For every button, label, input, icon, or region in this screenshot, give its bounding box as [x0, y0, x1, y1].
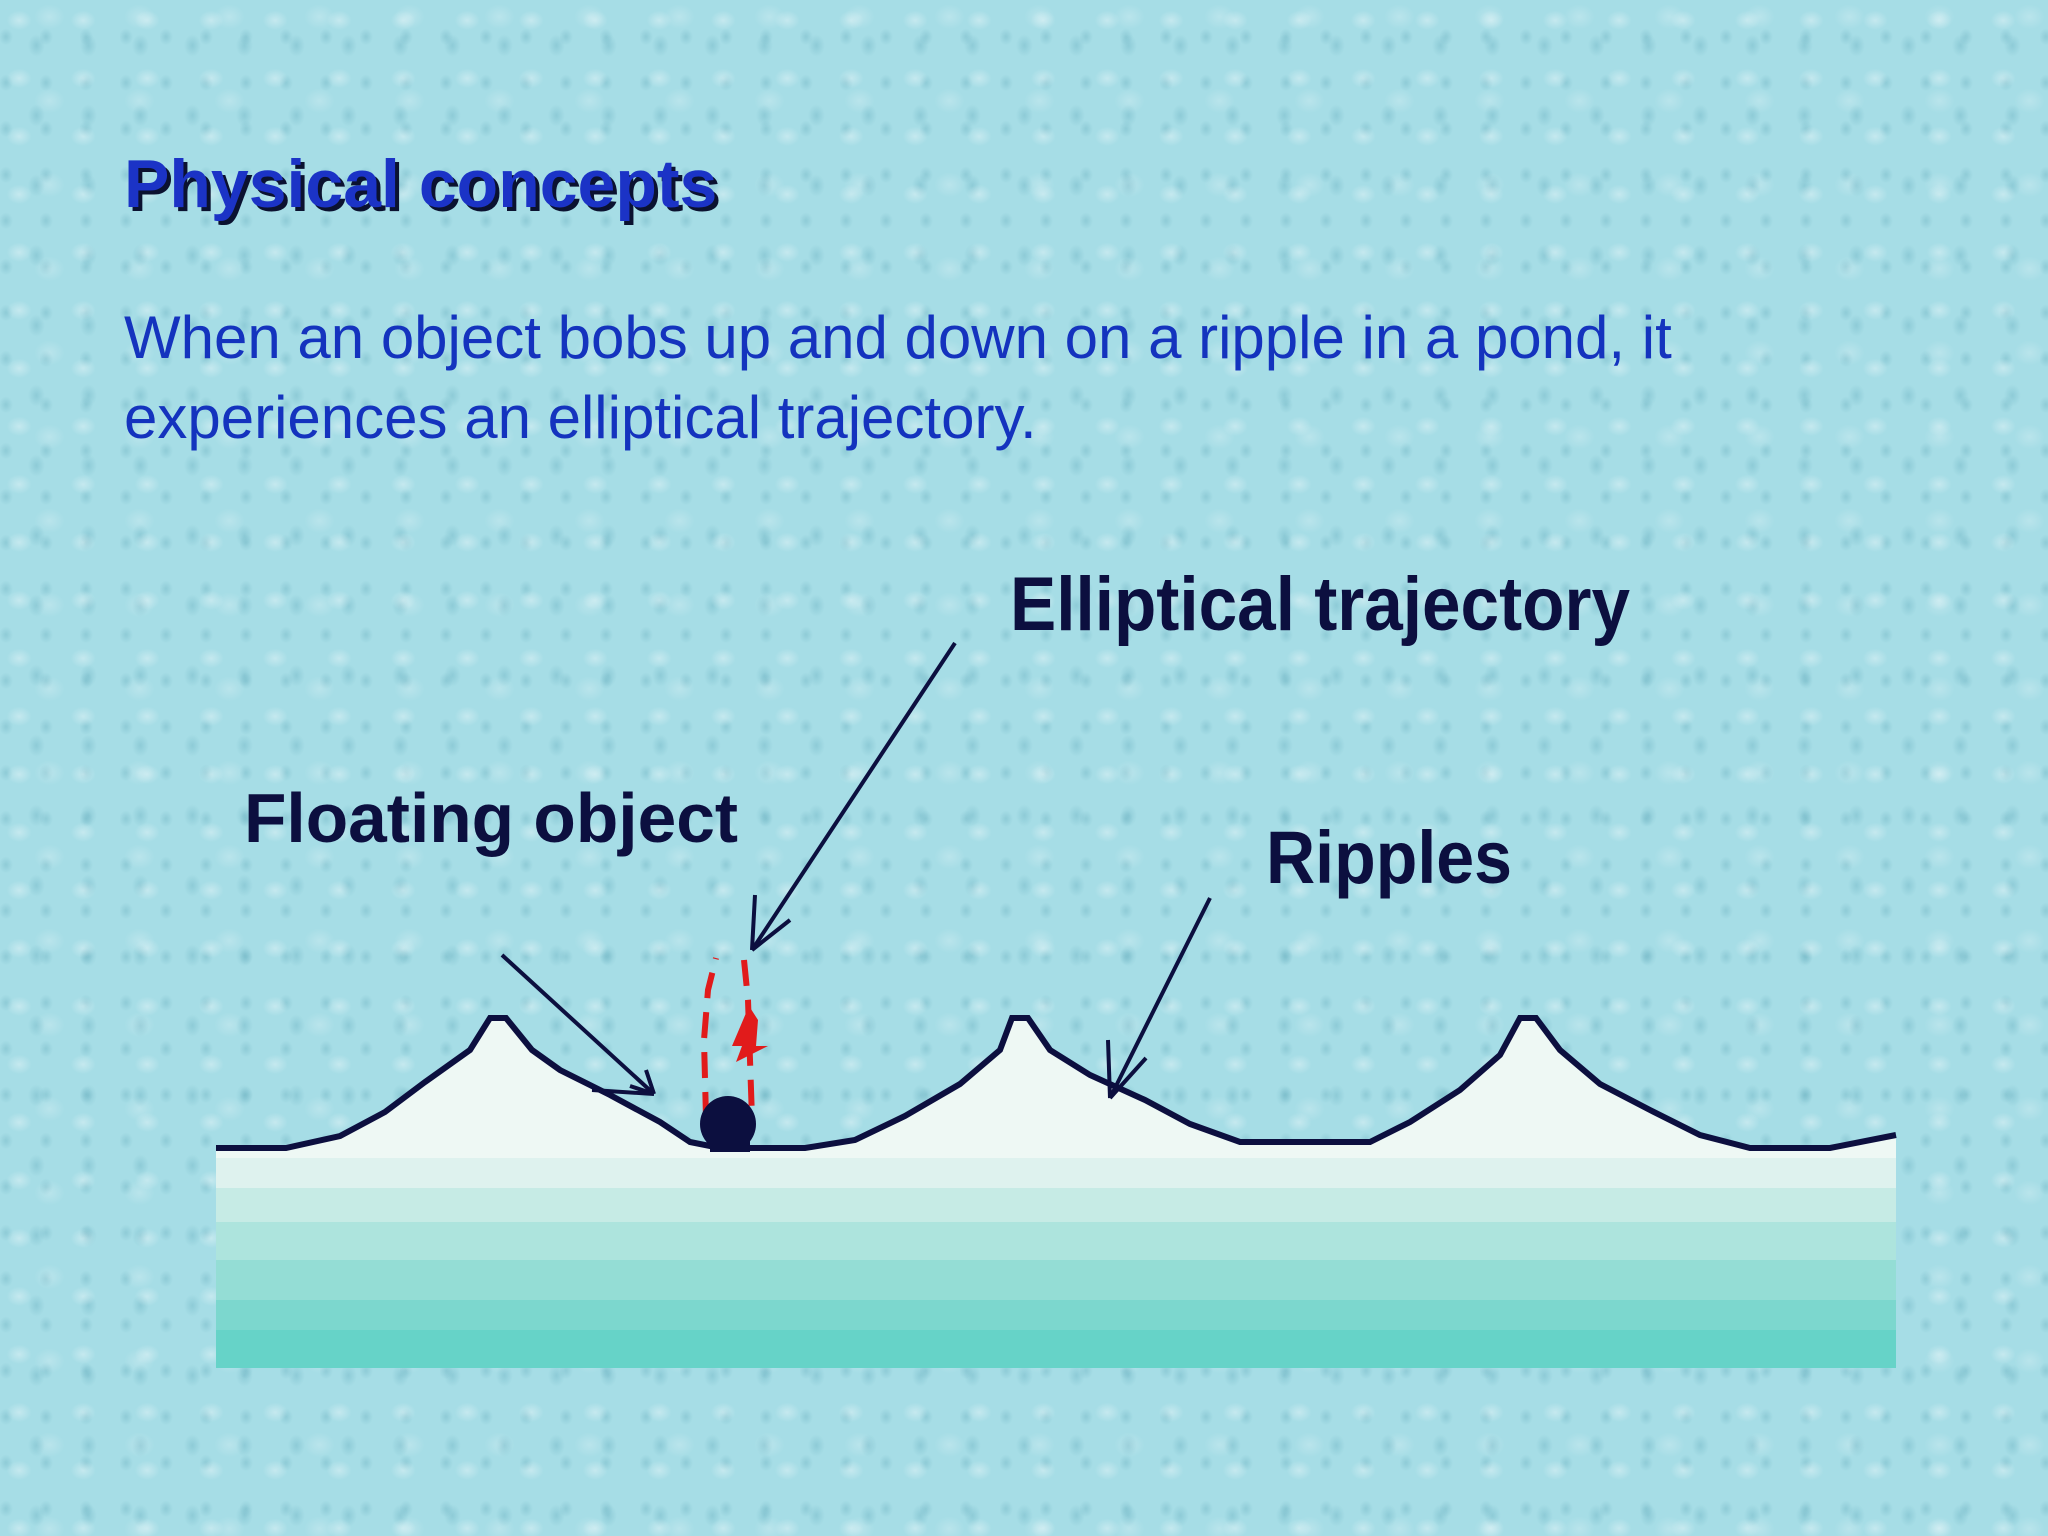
- elliptical-trajectory-path: [700, 957, 755, 1119]
- water-body: [216, 1018, 1896, 1368]
- water-band: [216, 1330, 1896, 1368]
- elliptical-trajectory-label: Elliptical trajectory: [1010, 562, 1630, 647]
- water-band: [216, 1260, 1896, 1300]
- water-band: [216, 1158, 1896, 1188]
- water-band: [216, 1300, 1896, 1330]
- slide-body-text: When an object bobs up and down on a rip…: [124, 304, 1672, 451]
- elliptical-trajectory-pointer: [750, 641, 957, 952]
- ripples-pointer: [1106, 897, 1212, 1100]
- water-band: [216, 1188, 1896, 1222]
- floating-object-label: Floating object: [244, 779, 738, 857]
- slide-title: Physical concepts: [124, 146, 718, 222]
- floating-object-base: [710, 1138, 750, 1152]
- water-band: [216, 1222, 1896, 1260]
- ripples-label: Ripples: [1266, 816, 1512, 899]
- trajectory-direction-arrow: [732, 1006, 768, 1062]
- ripple-surface-line: [216, 1015, 1897, 1151]
- floating-object-pointer: [500, 953, 656, 1096]
